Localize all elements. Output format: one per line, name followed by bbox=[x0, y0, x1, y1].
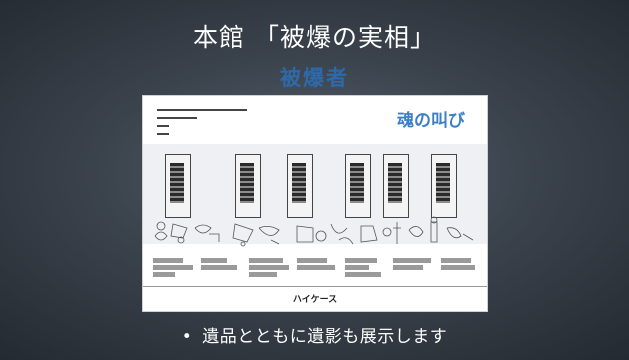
panel-title: 魂の叫び bbox=[397, 111, 465, 131]
slide-subtitle: 被爆者 bbox=[280, 66, 349, 90]
panel-divider bbox=[143, 286, 487, 287]
bullet-text: 遺品とともに遺影も展示します bbox=[202, 327, 448, 347]
panel-footer-label: ハイケース bbox=[292, 295, 338, 305]
slide-title: 本館 「被爆の実相」 bbox=[193, 23, 436, 52]
display-case bbox=[431, 154, 457, 218]
display-case bbox=[165, 154, 191, 218]
display-case bbox=[287, 154, 313, 218]
exhibit-captions bbox=[153, 258, 479, 284]
bullet-point: • 遺品とともに遺影も展示します bbox=[0, 322, 629, 347]
display-case bbox=[235, 154, 261, 218]
bullet-dot-icon: • bbox=[181, 327, 193, 347]
panel-header-scribble bbox=[157, 106, 277, 138]
exhibit-plan-image: 魂の叫び bbox=[142, 95, 488, 312]
display-band bbox=[143, 144, 487, 244]
artifact-sketches bbox=[154, 216, 474, 247]
display-case bbox=[345, 154, 371, 218]
display-case bbox=[383, 154, 409, 218]
